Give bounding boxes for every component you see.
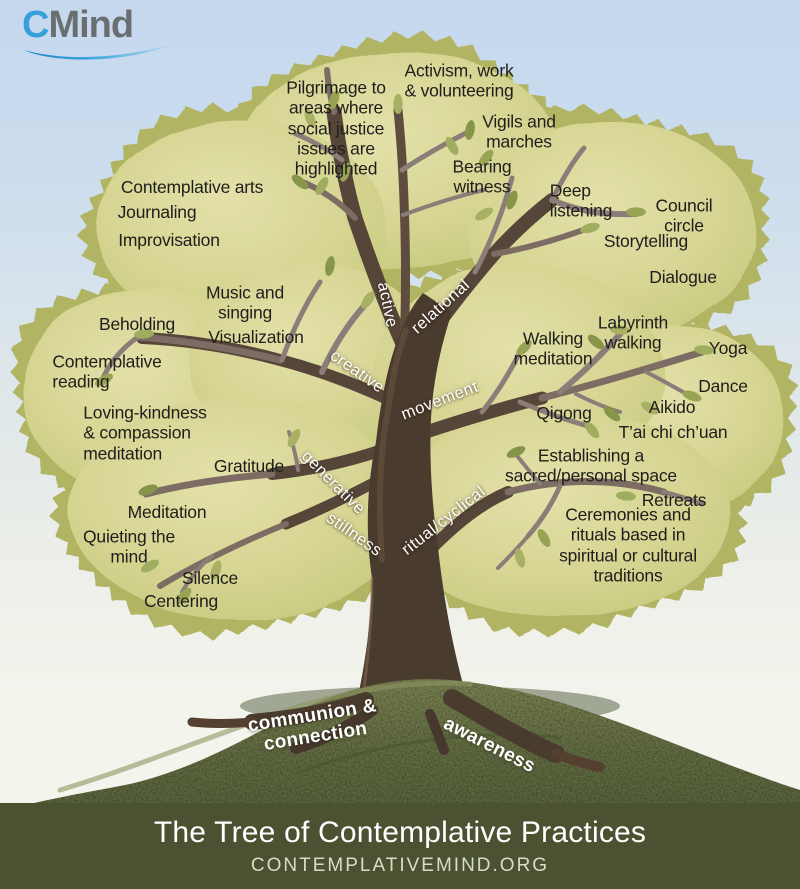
logo-swoosh-icon — [24, 45, 170, 60]
practice-music-singing: Music and singing — [206, 282, 284, 323]
practice-pilgrimage: Pilgrimage to areas where social justice… — [286, 77, 386, 179]
practice-dialogue: Dialogue — [649, 266, 717, 287]
practice-sacred-space: Establishing a sacred/personal space — [505, 445, 677, 486]
practice-labyrinth-walking: Labyrinth walking — [597, 312, 669, 353]
practice-bearing-witness: Bearing witness — [452, 156, 512, 197]
practice-qigong: Qigong — [536, 402, 592, 423]
poster-url: CONTEMPLATIVEMIND.ORG — [250, 855, 550, 876]
logo-mind-text: Mind — [48, 4, 134, 46]
practice-activism: Activism, work & volunteering — [404, 60, 514, 101]
practice-loving-kindness: Loving-kindness & compassion meditation — [83, 402, 207, 464]
practice-gratitude: Gratitude — [213, 455, 285, 476]
practice-tai-chi: T’ai chi ch’uan — [618, 421, 728, 442]
poster-title: The Tree of Contemplative Practices — [153, 816, 647, 849]
practice-deep-listening: Deep listening — [549, 180, 613, 221]
practice-quieting-mind: Quieting the mind — [83, 526, 175, 567]
practice-contemplative-reading: Contemplative reading — [52, 351, 162, 392]
practice-journaling: Journaling — [117, 201, 197, 222]
practice-meditation: Meditation — [127, 501, 207, 522]
practice-visualization: Visualization — [208, 326, 304, 347]
practice-contemplative-arts: Contemplative arts — [120, 176, 264, 197]
practice-centering: Centering — [143, 590, 219, 611]
practice-retreats: Retreats — [641, 489, 707, 510]
practice-yoga: Yoga — [708, 337, 748, 358]
cmind-logo: CMind — [22, 6, 182, 62]
leaves — [95, 90, 714, 605]
practice-council-circle: Council circle — [655, 195, 713, 236]
practice-aikido: Aikido — [648, 396, 696, 417]
cmind-wordmark: CMind — [22, 6, 182, 44]
practice-walking-meditation: Walking meditation — [513, 328, 593, 369]
roots — [187, 689, 605, 772]
footer-band: The Tree of Contemplative Practices CONT… — [0, 803, 800, 889]
practice-beholding: Beholding — [98, 313, 176, 334]
practice-ceremonies: Ceremonies and rituals based in spiritua… — [559, 504, 697, 586]
practice-dance: Dance — [698, 375, 748, 396]
logo-letter-c: C — [22, 4, 49, 46]
practice-storytelling: Storytelling — [603, 230, 689, 251]
practice-improvisation: Improvisation — [118, 229, 220, 250]
trunk — [354, 293, 478, 726]
practice-vigils: Vigils and marches — [482, 111, 556, 152]
practice-silence: Silence — [182, 567, 238, 588]
